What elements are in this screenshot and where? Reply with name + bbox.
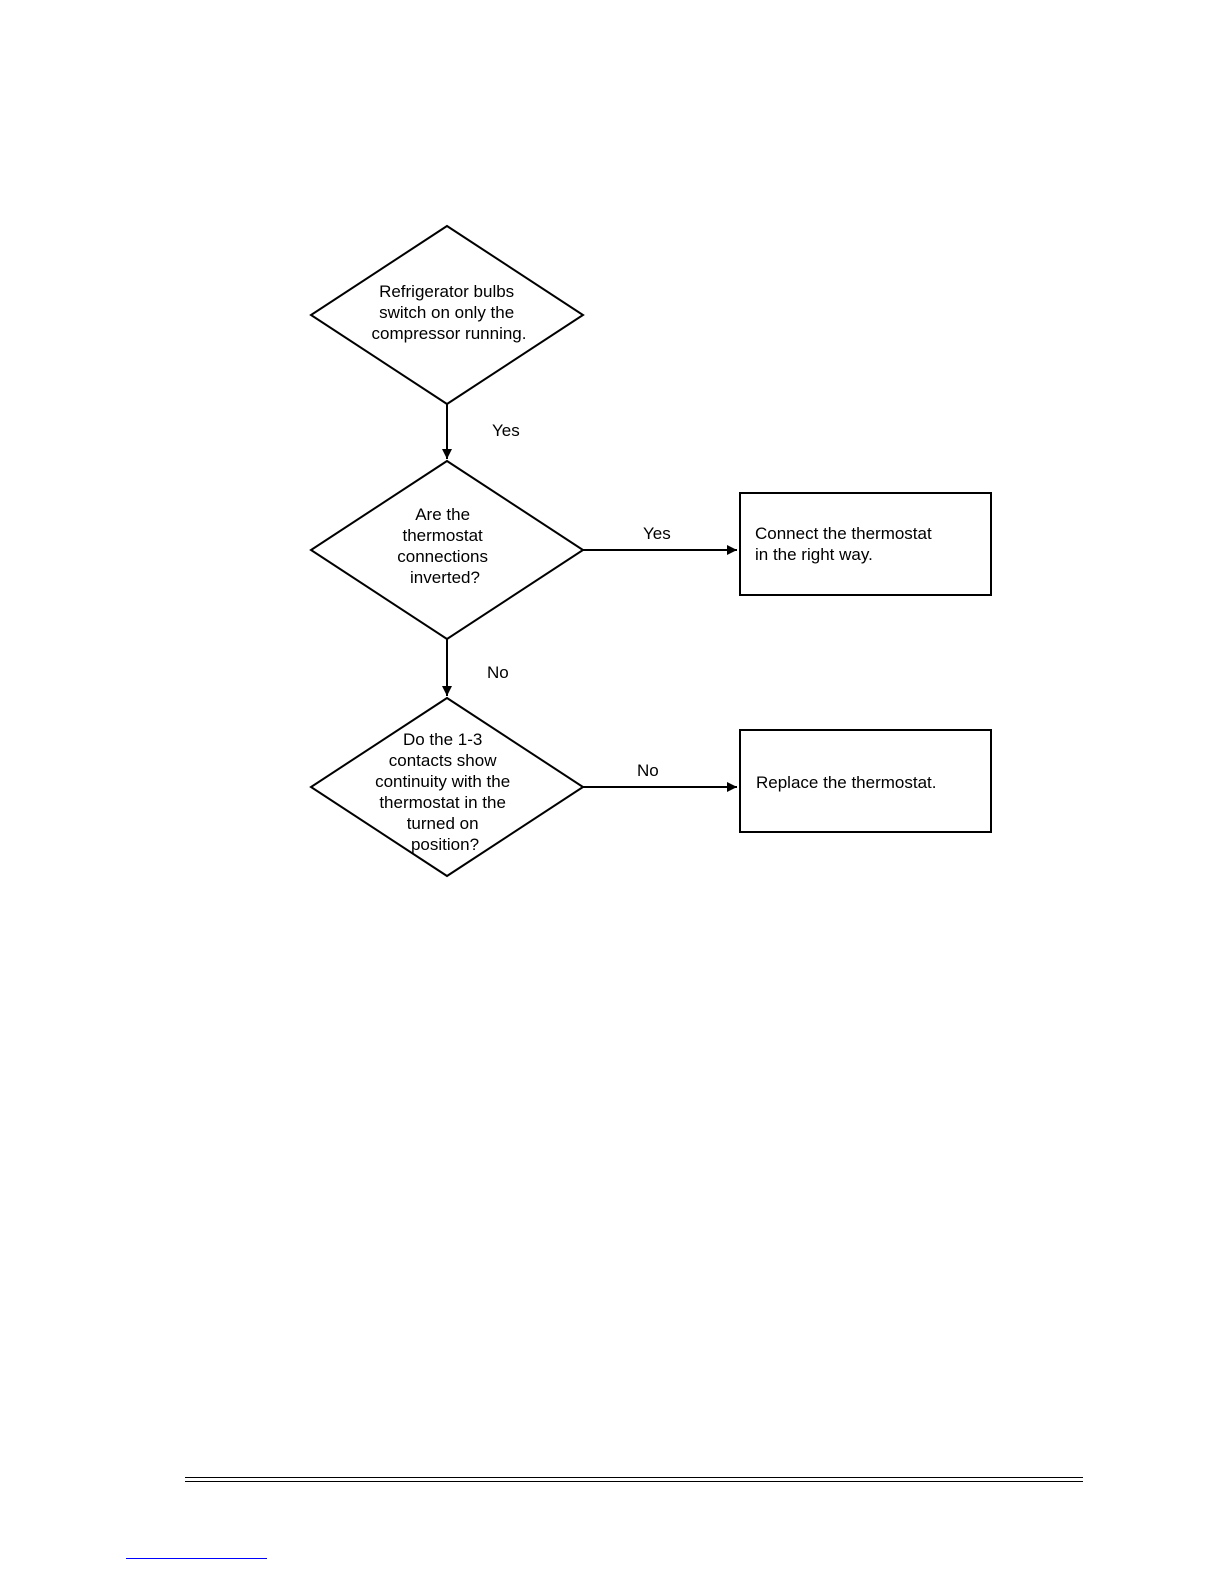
action-box-shape (740, 493, 991, 595)
edge-q1-to-q2: Yes (447, 404, 520, 459)
edge-label-yes: Yes (492, 421, 520, 440)
footer-link-underline (126, 1558, 267, 1559)
text-line: Replace the thermostat. (756, 773, 936, 792)
footer-rule-bottom (185, 1481, 1083, 1482)
edge-q2-to-a1: Yes (583, 524, 737, 550)
decision-connections-inverted: Are the thermostat connections inverted? (311, 461, 583, 639)
action-connect-thermostat: Connect the thermostat in the right way. (740, 493, 991, 595)
text-line: inverted? (410, 568, 480, 587)
text-line: turned on (407, 814, 479, 833)
text-line: thermostat (402, 526, 483, 545)
text-line: thermostat in the (379, 793, 506, 812)
edge-label-no: No (637, 761, 659, 780)
text-line: Refrigerator bulbs (379, 282, 514, 301)
text-line: compressor running. (372, 324, 527, 343)
text-line: continuity with the (375, 772, 510, 791)
decision-text: Refrigerator bulbs switch on only the co… (372, 282, 527, 343)
edge-q2-to-q3: No (447, 639, 509, 696)
edge-label-yes: Yes (643, 524, 671, 543)
action-text: Replace the thermostat. (756, 773, 936, 792)
edge-label-no: No (487, 663, 509, 682)
decision-contacts-continuity: Do the 1-3 contacts show continuity with… (311, 698, 583, 876)
text-line: contacts show (389, 751, 497, 770)
text-line: position? (411, 835, 479, 854)
text-line: switch on only the (379, 303, 514, 322)
action-replace-thermostat: Replace the thermostat. (740, 730, 991, 832)
text-line: in the right way. (755, 545, 873, 564)
text-line: Do the 1-3 (403, 730, 482, 749)
text-line: connections (397, 547, 488, 566)
edge-q3-to-a2: No (583, 761, 737, 787)
text-line: Are the (415, 505, 470, 524)
decision-bulbs-compressor: Refrigerator bulbs switch on only the co… (311, 226, 583, 404)
footer-rule-top (185, 1477, 1083, 1478)
text-line: Connect the thermostat (755, 524, 932, 543)
